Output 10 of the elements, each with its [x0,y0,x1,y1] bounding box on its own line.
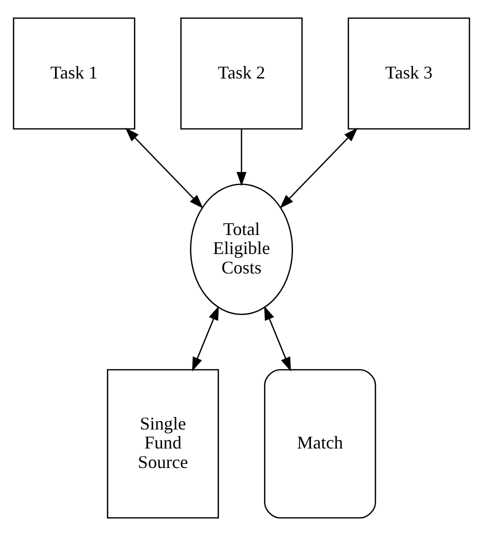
node-box: Task 3 [348,17,470,130]
node-box: Task 1 [12,17,136,130]
arrow [236,128,246,186]
arrow [280,127,358,208]
arrow [125,127,204,208]
node-box: Task 2 [180,17,303,130]
node-box: Match [264,368,376,518]
arrow [264,305,291,371]
node-box: Single Fund Source [106,368,219,518]
arrow [192,305,219,371]
